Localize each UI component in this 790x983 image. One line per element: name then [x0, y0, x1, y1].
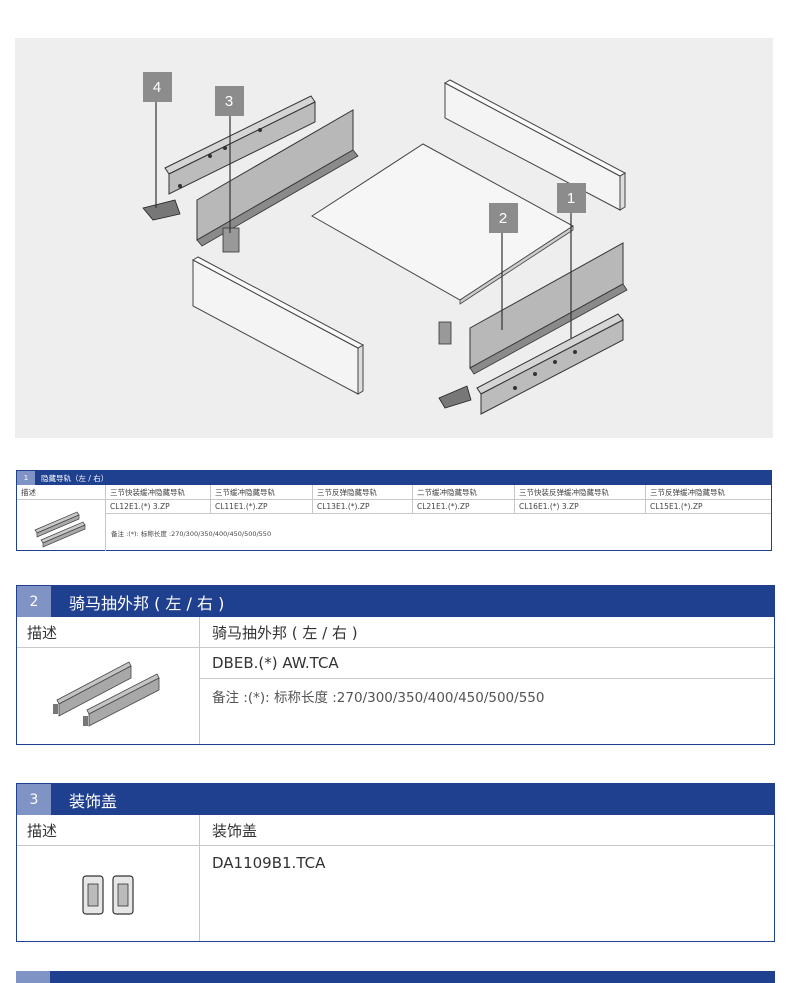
section-title: 装饰盖 — [69, 791, 118, 811]
callout-4: 4 — [153, 79, 161, 96]
callout-3: 3 — [225, 93, 233, 110]
back-panel — [443, 79, 627, 211]
product-code: CL13E1.(*).ZP — [313, 500, 413, 514]
column-header: 三节反弹隐藏导轨 — [313, 485, 413, 500]
table-header: 1 隐藏导轨（左 / 右） — [17, 471, 771, 485]
drawer-exploded-view: 4 3 2 1 — [142, 72, 628, 415]
section-number: 3 — [17, 784, 51, 815]
section-number: 2 — [17, 586, 51, 617]
table-row: 描述 装饰盖 — [17, 815, 774, 846]
hidden-rail-table: 1 隐藏导轨（左 / 右） 描述 三节快装缓冲隐藏导轨 三节缓冲隐藏导轨 三节反… — [16, 470, 772, 551]
table-header: 3 装饰盖 — [17, 784, 774, 815]
left-rail — [142, 95, 316, 221]
side-wall-thumbnail — [17, 648, 200, 744]
callout-2: 2 — [499, 210, 507, 227]
table-row: 描述 三节快装缓冲隐藏导轨 三节缓冲隐藏导轨 三节反弹隐藏导轨 二节缓冲隐藏导轨… — [17, 485, 771, 500]
column-header: 三节缓冲隐藏导轨 — [211, 485, 313, 500]
product-code: CL11E1.(*).ZP — [211, 500, 313, 514]
desc-value: 装饰盖 — [200, 815, 774, 846]
table-note: 备注 :(*): 标称长度 :270/300/350/400/450/500/5… — [111, 529, 272, 538]
column-header: 二节缓冲隐藏导轨 — [413, 485, 515, 500]
product-code: CL12E1.(*) 3.ZP — [106, 500, 211, 514]
table-row: CL12E1.(*) 3.ZP CL11E1.(*).ZP CL13E1.(*)… — [106, 500, 771, 514]
side-wall-table: 2 骑马抽外邦 ( 左 / 右 ) 描述 骑马抽外邦 ( 左 / 右 ) DBE… — [16, 585, 775, 745]
callout-1: 1 — [567, 190, 575, 207]
front-panel — [191, 256, 365, 395]
cap-thumbnail — [17, 846, 200, 941]
table-row: 描述 骑马抽外邦 ( 左 / 右 ) — [17, 617, 774, 648]
right-rail — [438, 313, 624, 415]
table-body: DBEB.(*) AW.TCA 备注 :(*): 标称长度 :270/300/3… — [17, 648, 774, 744]
product-code: DA1109B1.TCA — [212, 854, 326, 872]
decor-cap-table: 3 装饰盖 描述 装饰盖 DA1109B1.TCA — [16, 783, 775, 942]
assembly-diagram: 4 3 2 1 — [15, 38, 773, 438]
desc-label: 描述 — [17, 485, 106, 500]
section-title: 骑马抽外邦 ( 左 / 右 ) — [69, 593, 225, 613]
product-code: DBEB.(*) AW.TCA — [200, 648, 774, 679]
desc-value: 骑马抽外邦 ( 左 / 右 ) — [200, 617, 774, 648]
product-code: CL16E1.(*) 3.ZP — [515, 500, 646, 514]
desc-label: 描述 — [17, 815, 200, 846]
section-title: 隐藏导轨（左 / 右） — [41, 473, 109, 483]
section-number: 1 — [17, 471, 35, 485]
left-side-wall — [196, 109, 359, 253]
column-header: 三节快装反弹缓冲隐藏导轨 — [515, 485, 646, 500]
bottom-board — [311, 143, 574, 305]
desc-label: 描述 — [17, 617, 200, 648]
table-header: 2 骑马抽外邦 ( 左 / 右 ) — [17, 586, 774, 617]
table-body: DA1109B1.TCA — [17, 846, 774, 941]
table-note: 备注 :(*): 标称长度 :270/300/350/400/450/500/5… — [212, 690, 545, 706]
rail-thumbnail — [17, 500, 106, 551]
next-table-header — [16, 971, 775, 983]
column-header: 三节反弹缓冲隐藏导轨 — [646, 485, 771, 500]
column-header: 三节快装缓冲隐藏导轨 — [106, 485, 211, 500]
product-code: CL15E1.(*).ZP — [646, 500, 771, 514]
product-code: CL21E1.(*).ZP — [413, 500, 515, 514]
right-side-wall — [438, 242, 628, 375]
